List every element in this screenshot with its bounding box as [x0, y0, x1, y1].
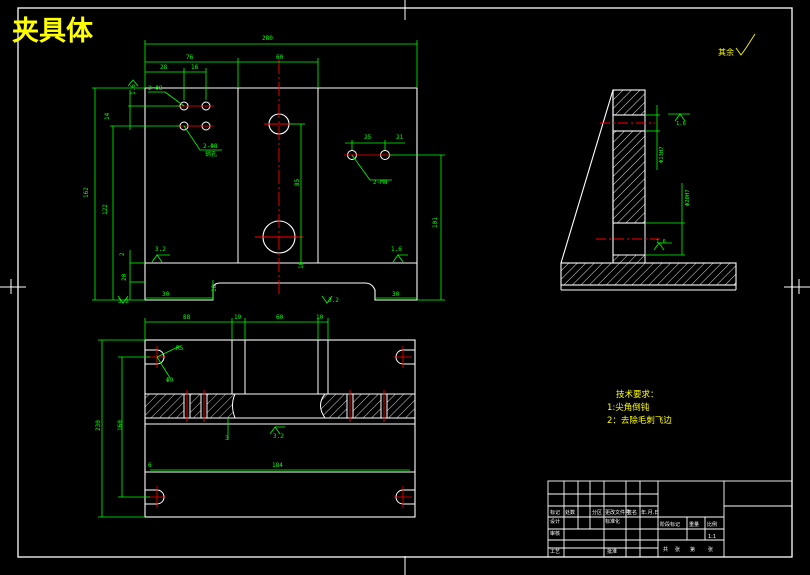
svg-text:共: 共: [663, 546, 668, 553]
svg-text:230: 230: [95, 420, 102, 431]
svg-text:批准: 批准: [607, 548, 617, 555]
svg-text:Φ20H7: Φ20H7: [685, 189, 691, 206]
svg-text:其余: 其余: [718, 47, 734, 57]
svg-text:2-Φ8: 2-Φ8: [203, 143, 218, 150]
svg-text:3.2: 3.2: [273, 433, 284, 440]
svg-text:30: 30: [392, 291, 400, 298]
svg-text:1.6: 1.6: [391, 246, 402, 253]
side-dimensions: [645, 105, 690, 256]
top-view: [144, 339, 416, 518]
top-dimensions: [98, 318, 410, 518]
tech-req-item-1: 1:尖角倒钝: [607, 402, 650, 413]
svg-text:88: 88: [183, 314, 191, 321]
svg-text:25: 25: [364, 134, 372, 141]
svg-text:比例: 比例: [707, 521, 717, 528]
svg-text:分区: 分区: [592, 509, 602, 516]
title-block-text: 标记 设计 审核 工艺 处数 分区 更改文件号 签名 年.月.日 标准化 阶段标…: [550, 509, 717, 555]
svg-text:60: 60: [276, 314, 284, 321]
front-view: [144, 60, 418, 301]
svg-text:76: 76: [186, 54, 194, 61]
svg-text:更改文件号: 更改文件号: [605, 509, 630, 516]
svg-text:2: 2: [119, 252, 126, 256]
front-dimensions: [92, 40, 445, 301]
svg-text:1.6: 1.6: [676, 121, 686, 127]
svg-text:14: 14: [104, 112, 111, 120]
svg-text:85: 85: [294, 178, 301, 186]
svg-text:Φ9: Φ9: [166, 377, 174, 384]
title-block: [547, 480, 793, 558]
svg-text:1.6: 1.6: [130, 84, 137, 95]
svg-text:18: 18: [211, 284, 218, 292]
svg-text:Φ13H7: Φ13H7: [659, 146, 665, 163]
svg-text:160: 160: [117, 420, 124, 431]
svg-text:16: 16: [191, 64, 199, 71]
tech-req-heading: 技术要求：: [616, 389, 659, 400]
svg-text:1.6: 1.6: [656, 239, 666, 245]
svg-text:年.月.日: 年.月.日: [641, 509, 659, 516]
svg-text:6: 6: [148, 462, 152, 469]
svg-text:签名: 签名: [627, 509, 637, 516]
svg-text:R5: R5: [176, 345, 184, 352]
svg-text:处数: 处数: [565, 509, 575, 516]
top-dimension-labels: 88 19 60 10 230 160 184 6 3 3.2 R5 Φ9: [95, 314, 324, 469]
svg-text:10: 10: [316, 314, 324, 321]
side-dimension-labels: 1.6 1.6 Φ13H7 Φ20H7: [656, 121, 691, 245]
svg-text:1:1: 1:1: [708, 534, 716, 540]
svg-text:28: 28: [160, 64, 168, 71]
svg-text:3.2: 3.2: [328, 297, 339, 304]
svg-text:19: 19: [234, 314, 242, 321]
svg-text:2-Φ8: 2-Φ8: [148, 85, 163, 92]
svg-text:审核: 审核: [550, 530, 560, 537]
svg-text:280: 280: [262, 35, 273, 42]
technical-requirements: 技术要求： 1:尖角倒钝 2：去除毛刺飞边: [607, 389, 672, 426]
svg-text:3.2: 3.2: [118, 298, 129, 305]
svg-text:张: 张: [675, 546, 680, 553]
svg-text:162: 162: [83, 187, 90, 198]
roughness-note: 其余: [718, 33, 756, 57]
front-roughness-marks: [117, 79, 408, 304]
svg-text:30: 30: [162, 291, 170, 298]
svg-text:第: 第: [690, 546, 695, 553]
svg-text:阶段标记: 阶段标记: [660, 521, 680, 528]
svg-text:工艺: 工艺: [550, 549, 560, 555]
svg-text:标准化: 标准化: [605, 518, 620, 525]
svg-text:184: 184: [272, 462, 283, 469]
svg-text:标记: 标记: [550, 509, 560, 516]
svg-text:3: 3: [225, 435, 229, 442]
svg-text:101: 101: [432, 217, 439, 228]
svg-text:2-M8: 2-M8: [373, 179, 388, 186]
svg-text:60: 60: [276, 54, 284, 61]
svg-text:3.2: 3.2: [155, 246, 166, 253]
drawing-title: 夹具体: [12, 16, 94, 47]
svg-text:重量: 重量: [689, 521, 699, 528]
svg-text:销孔: 销孔: [205, 150, 217, 158]
svg-text:122: 122: [102, 204, 109, 215]
side-view: [560, 89, 737, 291]
svg-text:20: 20: [121, 273, 128, 281]
svg-text:张: 张: [708, 546, 713, 553]
front-dimension-labels: 280 76 60 28 16 2-Φ8 2-Φ8 销孔 162 122 14 …: [83, 35, 439, 305]
tech-req-item-2: 2：去除毛刺飞边: [607, 415, 672, 426]
svg-text:10: 10: [298, 261, 305, 269]
svg-text:21: 21: [396, 134, 404, 141]
svg-text:设计: 设计: [550, 518, 560, 525]
